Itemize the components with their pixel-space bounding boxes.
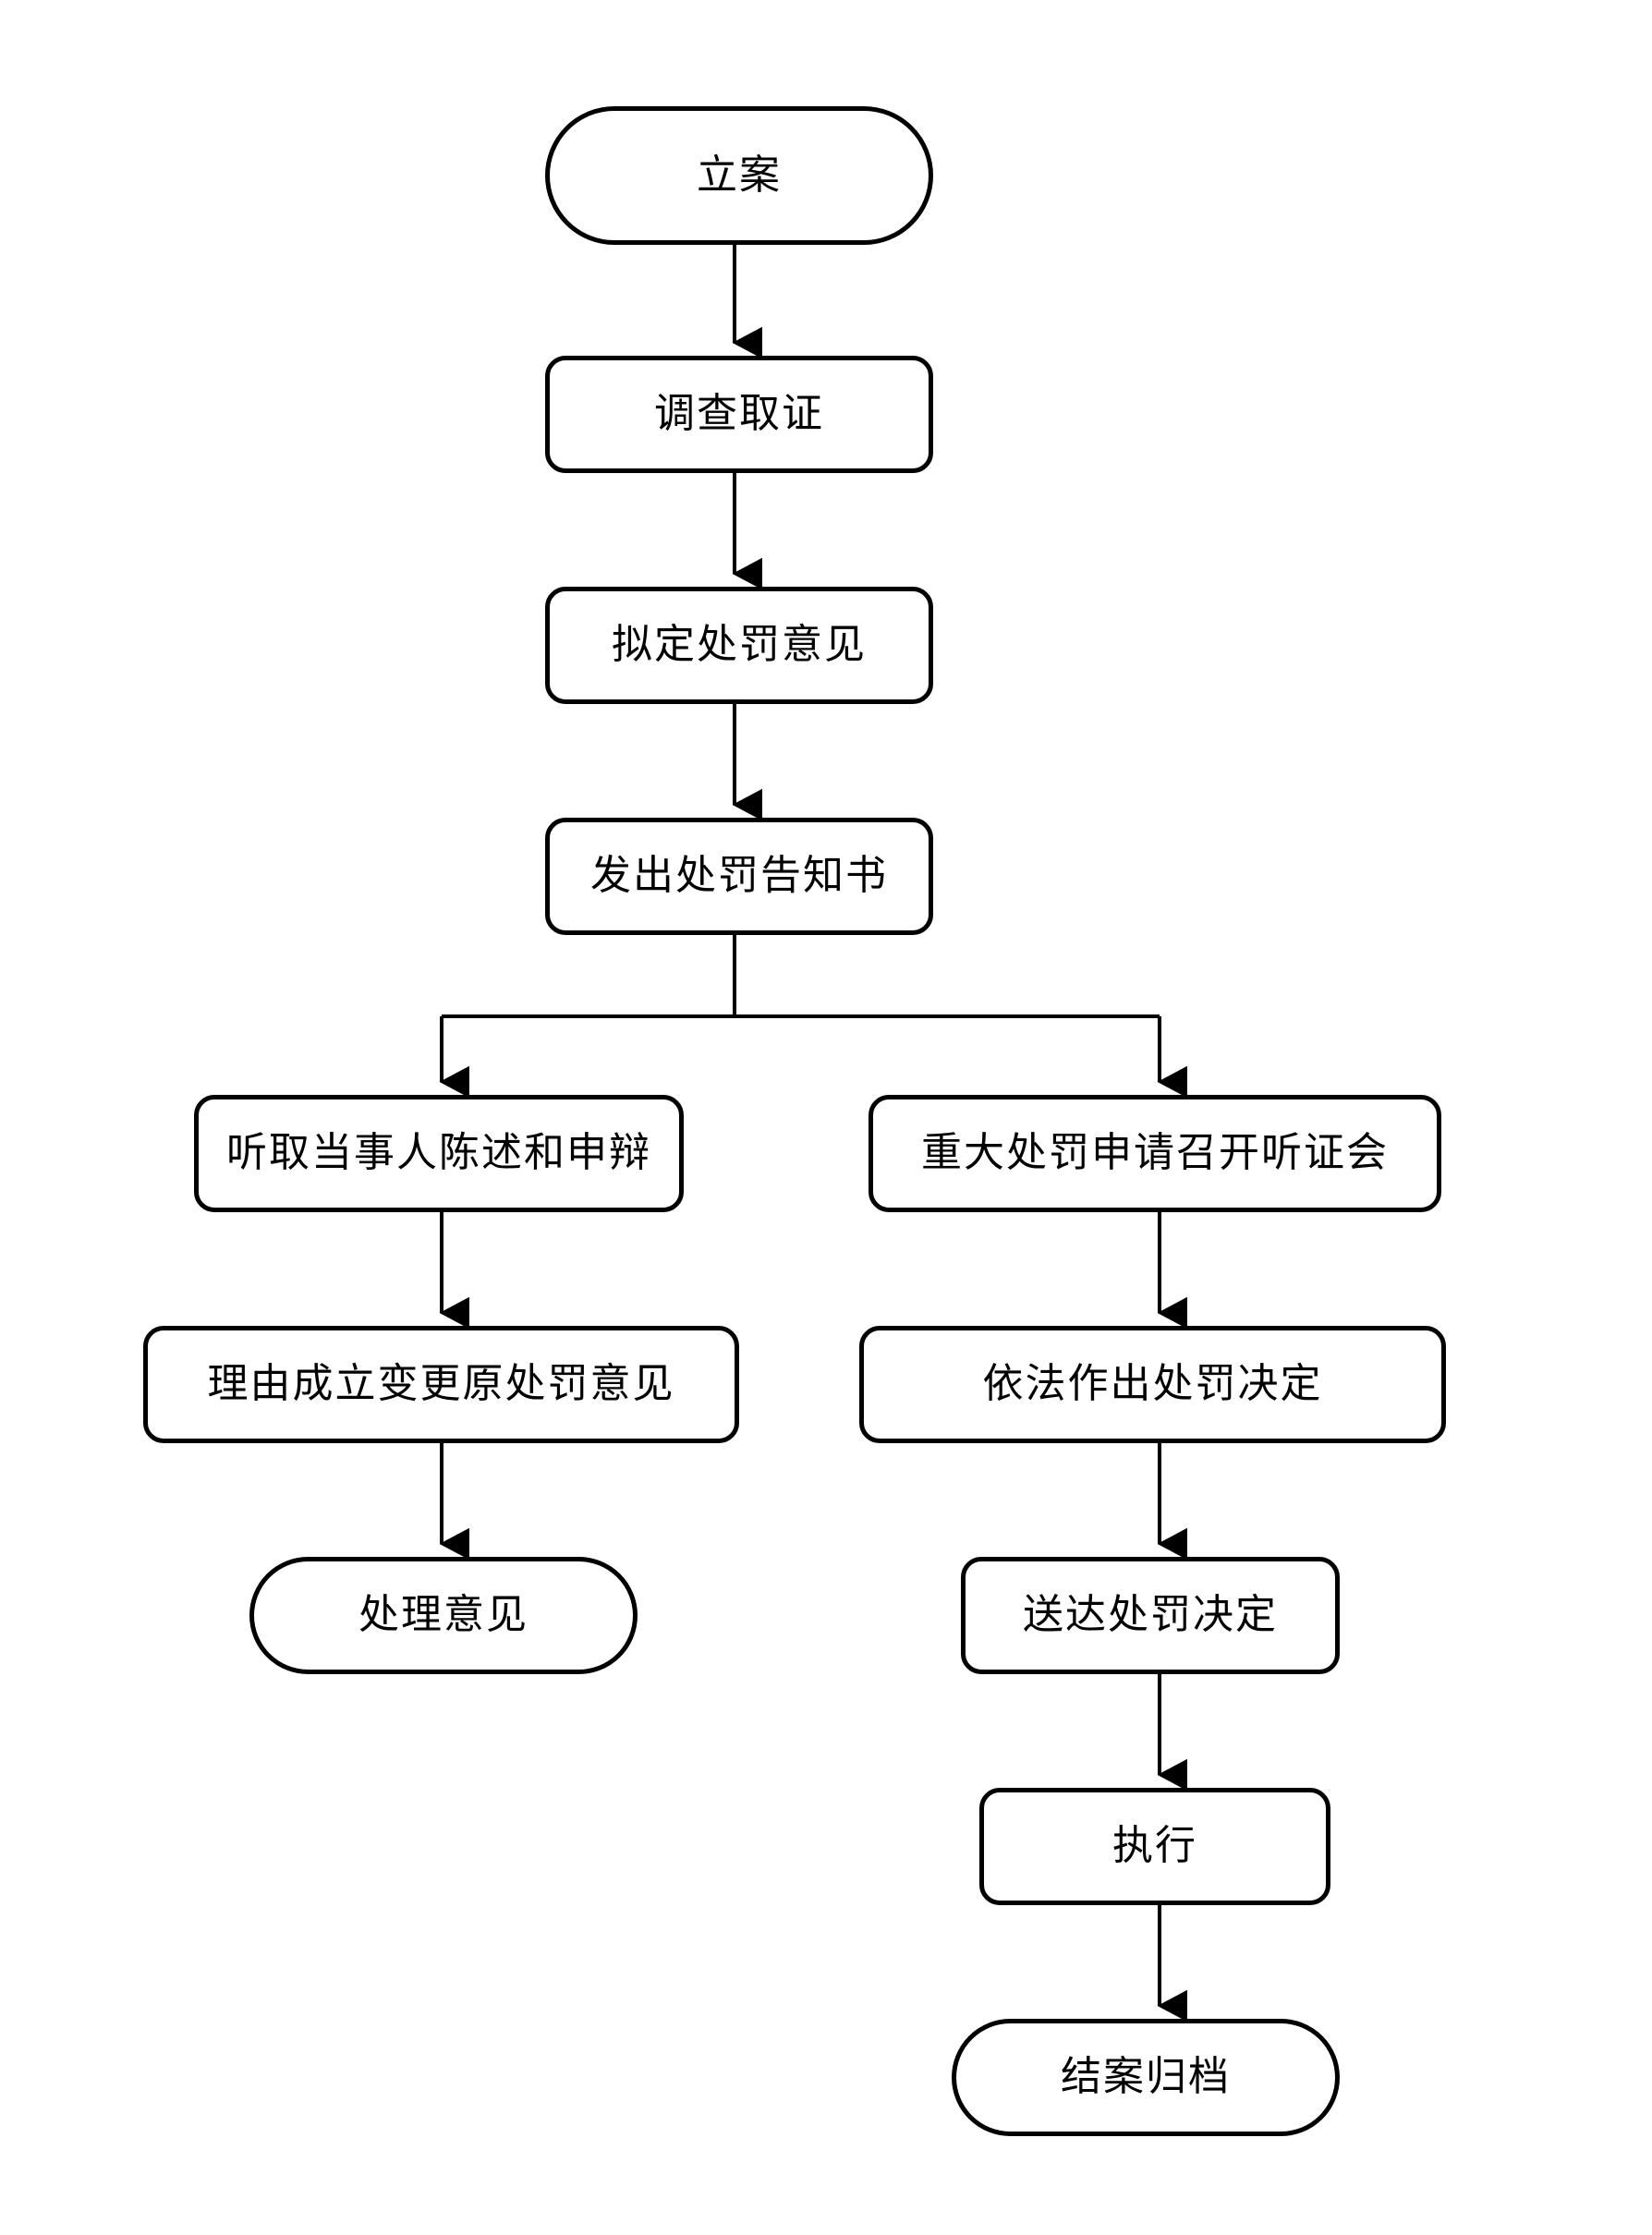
- flow-node-label: 发出处罚告知书: [590, 853, 888, 899]
- flow-node-n3[interactable]: 拟定处罚意见: [545, 587, 933, 704]
- flow-node-n4[interactable]: 发出处罚告知书: [545, 818, 933, 935]
- flow-node-label: 执行: [1112, 1823, 1197, 1869]
- flow-node-label: 立案: [697, 152, 782, 198]
- flow-node-n8[interactable]: 依法作出处罚决定: [859, 1326, 1446, 1443]
- flow-node-n9[interactable]: 处理意见: [249, 1557, 638, 1674]
- flow-node-n2[interactable]: 调查取证: [545, 356, 933, 473]
- flow-node-label: 听取当事人陈述和申辩: [226, 1130, 651, 1176]
- flow-node-n10[interactable]: 送达处罚决定: [961, 1557, 1340, 1674]
- flow-node-label: 处理意见: [358, 1592, 528, 1638]
- flow-node-label: 调查取证: [654, 391, 824, 437]
- flow-node-label: 依法作出处罚决定: [982, 1361, 1323, 1407]
- flow-node-n7[interactable]: 理由成立变更原处罚意见: [143, 1326, 739, 1443]
- flow-node-n12[interactable]: 结案归档: [952, 2019, 1340, 2136]
- flow-node-label: 送达处罚决定: [1023, 1592, 1278, 1638]
- flow-node-n5[interactable]: 听取当事人陈述和申辩: [194, 1095, 684, 1212]
- flow-node-label: 理由成立变更原处罚意见: [207, 1361, 675, 1407]
- flow-node-label: 结案归档: [1061, 2054, 1231, 2100]
- flow-node-n11[interactable]: 执行: [979, 1788, 1330, 1905]
- flow-node-n6[interactable]: 重大处罚申请召开听证会: [869, 1095, 1441, 1212]
- connector-e4: [439, 935, 736, 1099]
- connector-e5: [733, 935, 1187, 1099]
- flow-node-label: 重大处罚申请召开听证会: [921, 1130, 1389, 1176]
- flow-node-label: 拟定处罚意见: [612, 622, 867, 668]
- flow-node-n1[interactable]: 立案: [545, 106, 933, 245]
